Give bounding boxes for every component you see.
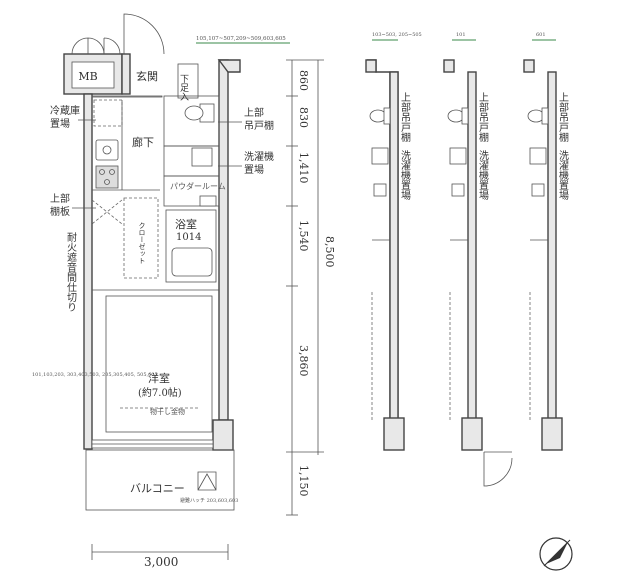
svg-text:上部吊戸棚: 上部吊戸棚 <box>557 92 569 143</box>
dim-1150: 1,150 <box>297 465 310 497</box>
top-units-note: 105,107~507,209~509,603,605 <box>196 36 286 42</box>
dim-860: 860 <box>297 70 310 91</box>
bathtub-icon <box>171 247 213 277</box>
dim-1540: 1,540 <box>297 220 310 252</box>
variant-plan-3: 601 上部吊戸棚 洗濯機置場 <box>523 32 569 451</box>
right-wall <box>218 59 229 421</box>
svg-text:洗濯機置場: 洗濯機置場 <box>557 150 569 201</box>
dim-width-3000: 3,000 <box>144 555 178 569</box>
left-wall <box>83 93 93 450</box>
variant2-note: 101 <box>456 32 466 38</box>
svg-text:上部吊戸棚: 上部吊戸棚 <box>399 92 411 143</box>
mb-door-swing-icon <box>71 37 105 55</box>
balcony-area <box>85 449 235 511</box>
evac-hatch-icon <box>197 471 217 491</box>
wash-basin-icon <box>199 195 217 207</box>
corridor-label: 廊下 <box>132 135 154 149</box>
dim-total-8500: 8,500 <box>323 236 336 268</box>
evac-hatch-label: 避難ハッチ 203,603,603 <box>180 497 238 504</box>
svg-text:棚板: 棚板 <box>50 205 70 218</box>
dim-3860: 3,860 <box>297 345 310 377</box>
washer-icon <box>191 147 213 167</box>
entrance-door-swing-icon <box>123 13 165 55</box>
svg-text:置場: 置場 <box>50 117 70 130</box>
compass-icon <box>539 537 573 571</box>
svg-text:置場: 置場 <box>244 163 264 176</box>
svg-text:洗濯機置場: 洗濯機置場 <box>399 150 411 201</box>
variant-plan-1: 103~503, 205~505 上部吊戸棚 洗濯機置場 <box>365 32 422 451</box>
svg-text:洗濯機置場: 洗濯機置場 <box>477 150 489 201</box>
svg-text:上部: 上部 <box>50 192 70 205</box>
shoe-storage-label: 下足入 <box>178 74 189 101</box>
variant3-note: 601 <box>536 32 546 38</box>
vertical-dimensions: 860 830 1,410 1,540 3,860 1,150 8,500 <box>286 59 336 516</box>
dim-830: 830 <box>297 107 310 128</box>
left-units-note: 101,103,203, 303,403,503, 205,305,405, 5… <box>32 372 158 378</box>
horizontal-dimension: 3,000 <box>91 544 229 569</box>
variant-plan-2: 101 上部吊戸棚 洗濯機置場 <box>443 32 513 487</box>
toilet-icon <box>184 103 215 123</box>
balcony-label: バルコニー <box>130 482 185 495</box>
main-plan: MB 玄関 下足入 廊下 <box>32 13 290 511</box>
bath-size-label: 1014 <box>176 232 201 243</box>
powder-room-label: パウダールーム <box>170 181 226 191</box>
variant3-toilet-icon <box>527 109 545 123</box>
sink-icon <box>95 139 119 161</box>
svg-text:冷蔵庫: 冷蔵庫 <box>50 104 80 117</box>
dim-1410: 1,410 <box>297 152 310 184</box>
svg-text:上部吊戸棚: 上部吊戸棚 <box>477 92 489 143</box>
svg-text:吊戸棚: 吊戸棚 <box>244 119 274 132</box>
drying-hardware-label: 物干し金物 <box>150 407 185 416</box>
variant2-door-swing-icon <box>483 452 513 487</box>
svg-text:洗濯機: 洗濯機 <box>244 150 274 163</box>
stove-icon <box>95 165 119 189</box>
closet-label: クローゼット <box>138 222 146 264</box>
fire-wall-label: 耐火遮音間仕切り <box>65 231 77 312</box>
bedroom-label: 洋室 <box>148 371 170 385</box>
variant1-note: 103~503, 205~505 <box>372 32 422 38</box>
svg-text:上部: 上部 <box>244 106 264 119</box>
bath-label: 浴室 <box>175 217 197 231</box>
bedroom-size-label: (約7.0帖) <box>138 386 182 399</box>
mb-label: MB <box>78 70 97 83</box>
genkan-label: 玄関 <box>136 69 158 83</box>
